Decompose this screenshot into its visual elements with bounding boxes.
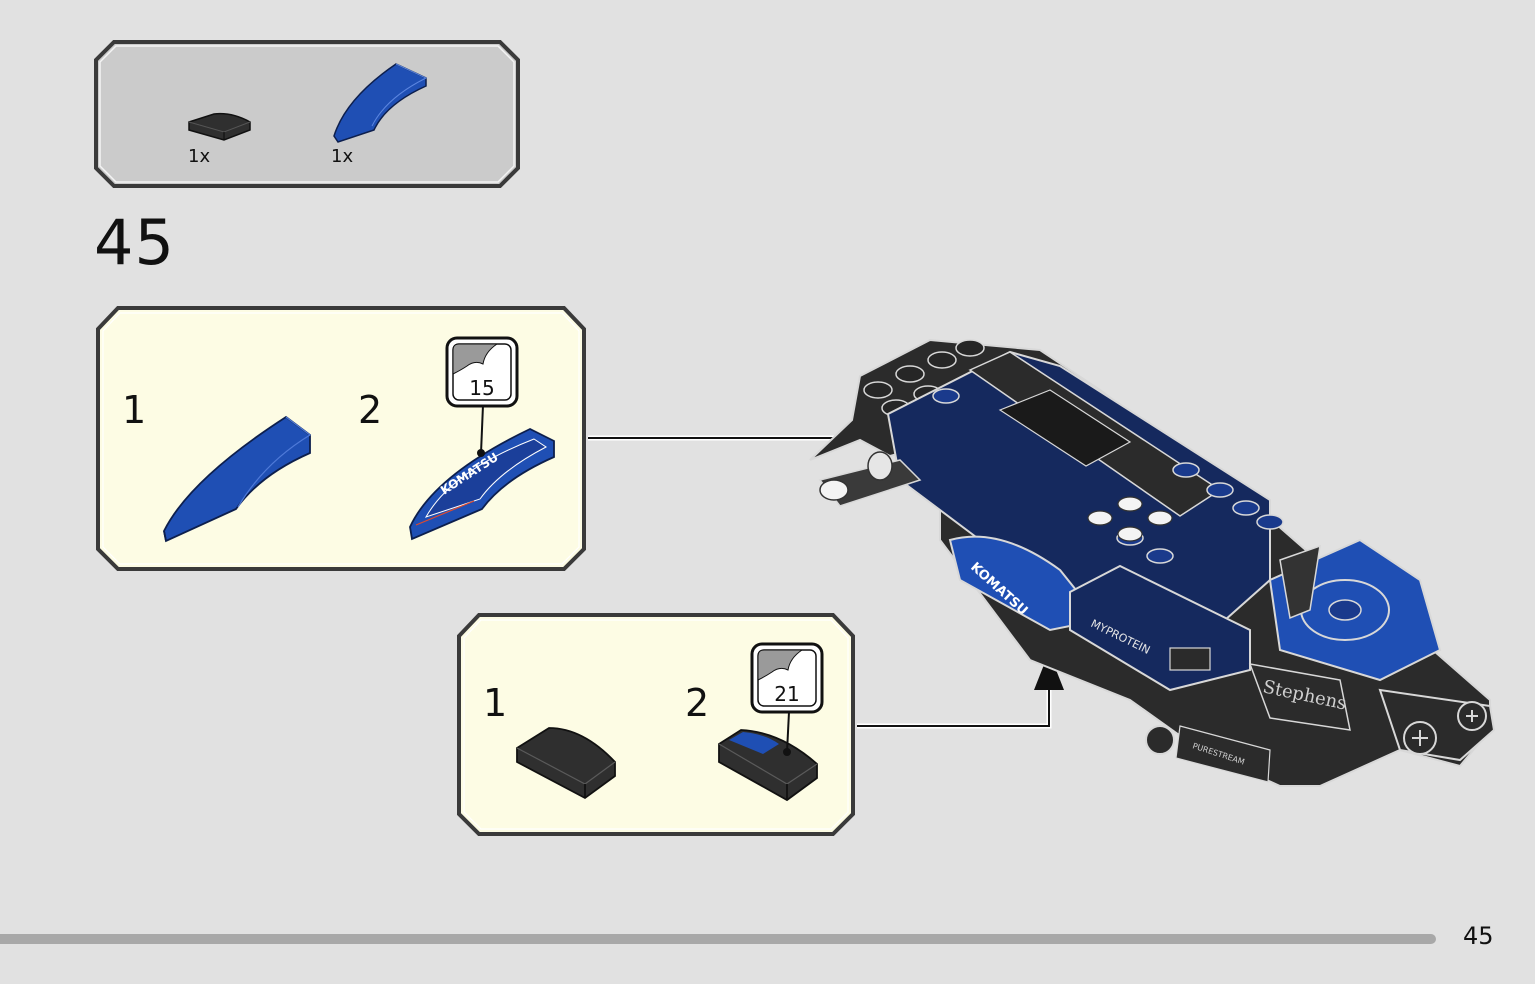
blue-curved-slope-part-icon (333, 63, 428, 143)
substep-a2-number: 2 (358, 388, 383, 432)
progress-bar (0, 934, 1436, 944)
subassembly-box-a: 1 2 15 KOMATSU (94, 305, 588, 573)
parts-quantity-1: 1x (188, 146, 211, 167)
blue-studs (932, 388, 1284, 564)
axle-pin (819, 479, 849, 501)
blue-curved-slope-icon (163, 415, 312, 543)
sticker-leader-line (783, 711, 791, 756)
sticker-tag-21: 21 (750, 642, 824, 714)
parts-callout-frame (94, 40, 520, 188)
parts-callout: 1x 1x (94, 40, 520, 188)
sticker-tag-15: 15 (445, 336, 519, 408)
substep-b2-number: 2 (685, 681, 710, 725)
black-curved-slope-part-icon (188, 112, 251, 141)
parts-quantity-2: 1x (331, 146, 354, 167)
white-studs (1087, 496, 1173, 542)
stephens-panel (1248, 663, 1351, 731)
step-number: 45 (94, 206, 175, 279)
sticker-icon (445, 336, 519, 408)
sticker-number: 15 (469, 376, 495, 400)
sticker-leader-line (477, 404, 485, 457)
main-model-illustration: KOMATSU MYPROTEIN Stephens PURESTREAM (809, 338, 1496, 787)
black-curved-slope-with-sticker-icon (718, 729, 818, 802)
substep-a1-number: 1 (122, 388, 147, 432)
substep-b1-number: 1 (483, 681, 508, 725)
page-number: 45 (1463, 922, 1494, 950)
subassembly-box-b: 1 2 21 (455, 612, 857, 838)
sticker-number: 21 (774, 682, 800, 706)
black-curved-slope-icon (516, 727, 616, 800)
blue-curved-slope-with-komatsu-sticker-icon: KOMATSU (409, 427, 555, 541)
sticker-icon (750, 642, 824, 714)
